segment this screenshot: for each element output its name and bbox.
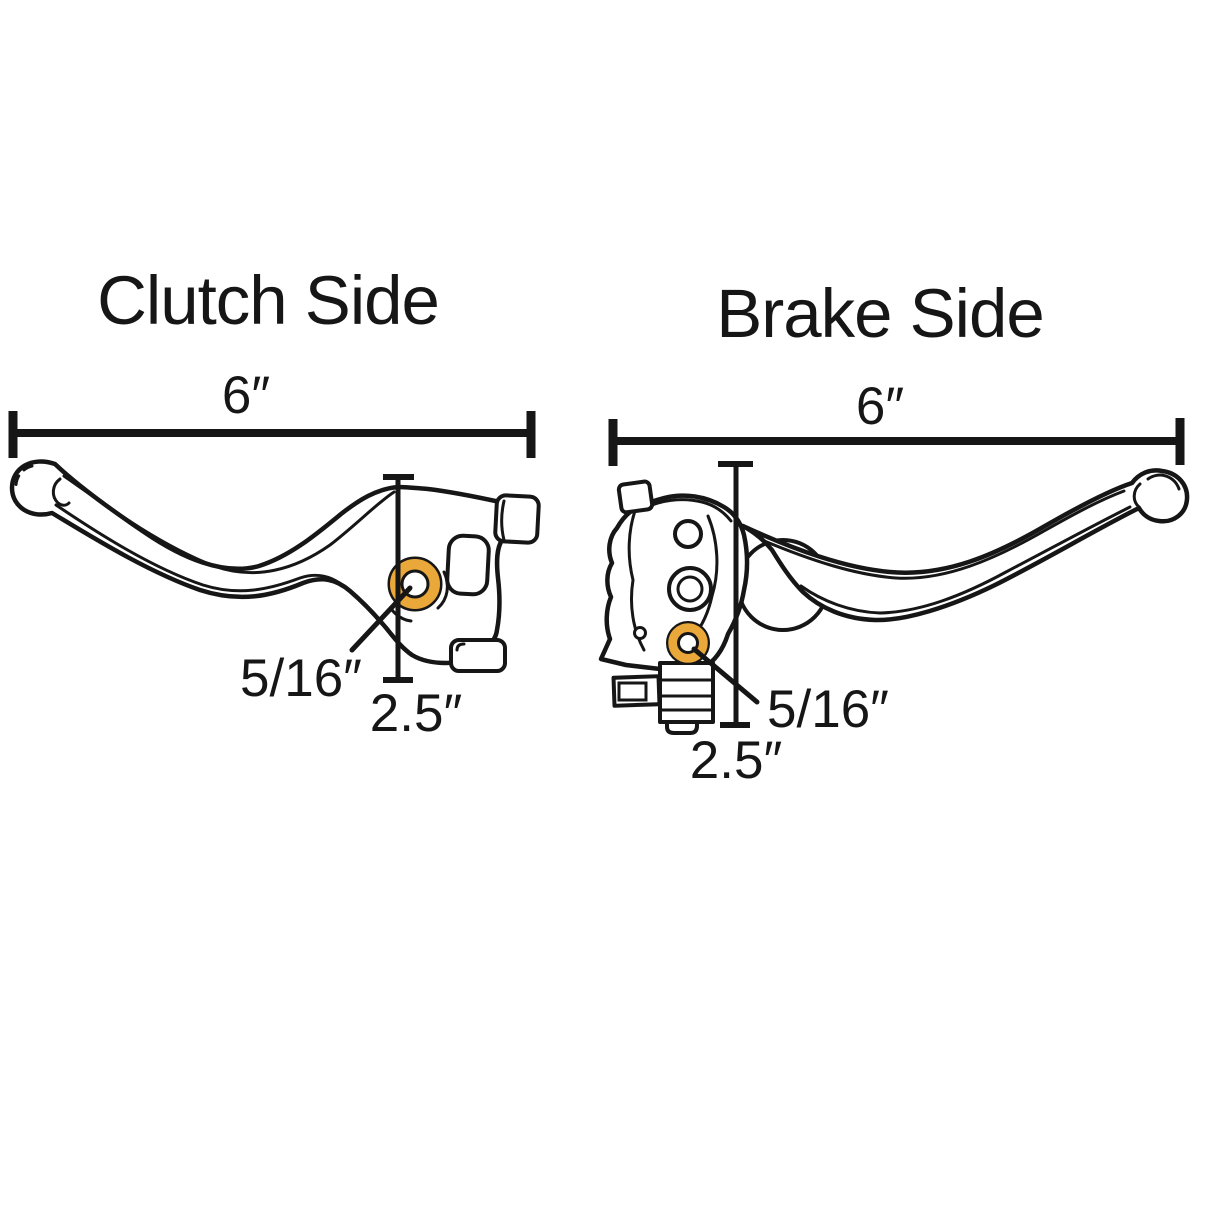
brake-ball-highlight-arc xyxy=(1146,473,1181,491)
brake-height-dimension: 2.5″ xyxy=(690,461,782,790)
clutch-perch-cap-inner-line xyxy=(500,499,506,542)
clutch-height-dimension: 2.5″ xyxy=(370,474,462,743)
clutch-ball-highlight-arc xyxy=(14,464,34,490)
clutch-length-dimension: 6″ xyxy=(8,366,536,458)
brake-mount-lower-hole-inner xyxy=(676,575,704,603)
clutch-lever-inner-top-line xyxy=(62,474,396,575)
clutch-height-label: 2.5″ xyxy=(370,684,462,743)
brake-cylinder-block xyxy=(658,661,715,724)
clutch-title: Clutch Side xyxy=(97,262,439,339)
clutch-bushing-label: 5/16″ xyxy=(240,649,362,708)
brake-bushing-gold-ring xyxy=(668,623,708,663)
clutch-perch-foot xyxy=(449,638,507,673)
brake-mount-edge-dot xyxy=(633,626,647,640)
brake-mount-upper-hole xyxy=(673,519,703,549)
clutch-bushing-callout: 5/16″ xyxy=(240,585,413,708)
clutch-lever-inner-bottom-line xyxy=(54,503,349,593)
brake-adjuster-tab xyxy=(616,479,655,515)
clutch-pivot-boss-arc xyxy=(436,570,449,610)
brake-panel: Brake Side 6″ xyxy=(598,275,1190,790)
brake-bushing-callout: 5/16″ xyxy=(691,646,889,739)
clutch-ball-neck-line xyxy=(51,477,71,507)
clutch-perch-end-cap xyxy=(493,493,541,545)
brake-title: Brake Side xyxy=(716,275,1044,352)
brake-banjo-block-inner xyxy=(617,681,648,702)
brake-cylinder-foot xyxy=(665,720,699,735)
clutch-lever-drawing xyxy=(9,459,541,673)
brake-blade-inner-top-line xyxy=(760,489,1126,580)
brake-height-label: 2.5″ xyxy=(690,731,782,790)
brake-bushing-pointer-line xyxy=(691,646,760,705)
clutch-panel: Clutch Side 6″ xyxy=(8,262,541,743)
brake-ball-neck-line xyxy=(1132,482,1142,509)
brake-bushing-label: 5/16″ xyxy=(767,680,889,739)
brake-lever-blade-outline xyxy=(740,468,1190,623)
brake-length-label: 6″ xyxy=(856,377,904,436)
brake-lever-drawing xyxy=(598,468,1190,735)
brake-blade-inner-bottom-line xyxy=(799,505,1132,615)
clutch-perch-foot-inner-line xyxy=(455,642,466,652)
clutch-length-label: 6″ xyxy=(222,366,270,425)
brake-mount-inner-ridge-line xyxy=(650,498,733,523)
brake-length-dimension: 6″ xyxy=(608,377,1185,466)
clutch-bushing-pointer-line xyxy=(349,585,413,653)
clutch-perch-slot xyxy=(445,533,491,597)
